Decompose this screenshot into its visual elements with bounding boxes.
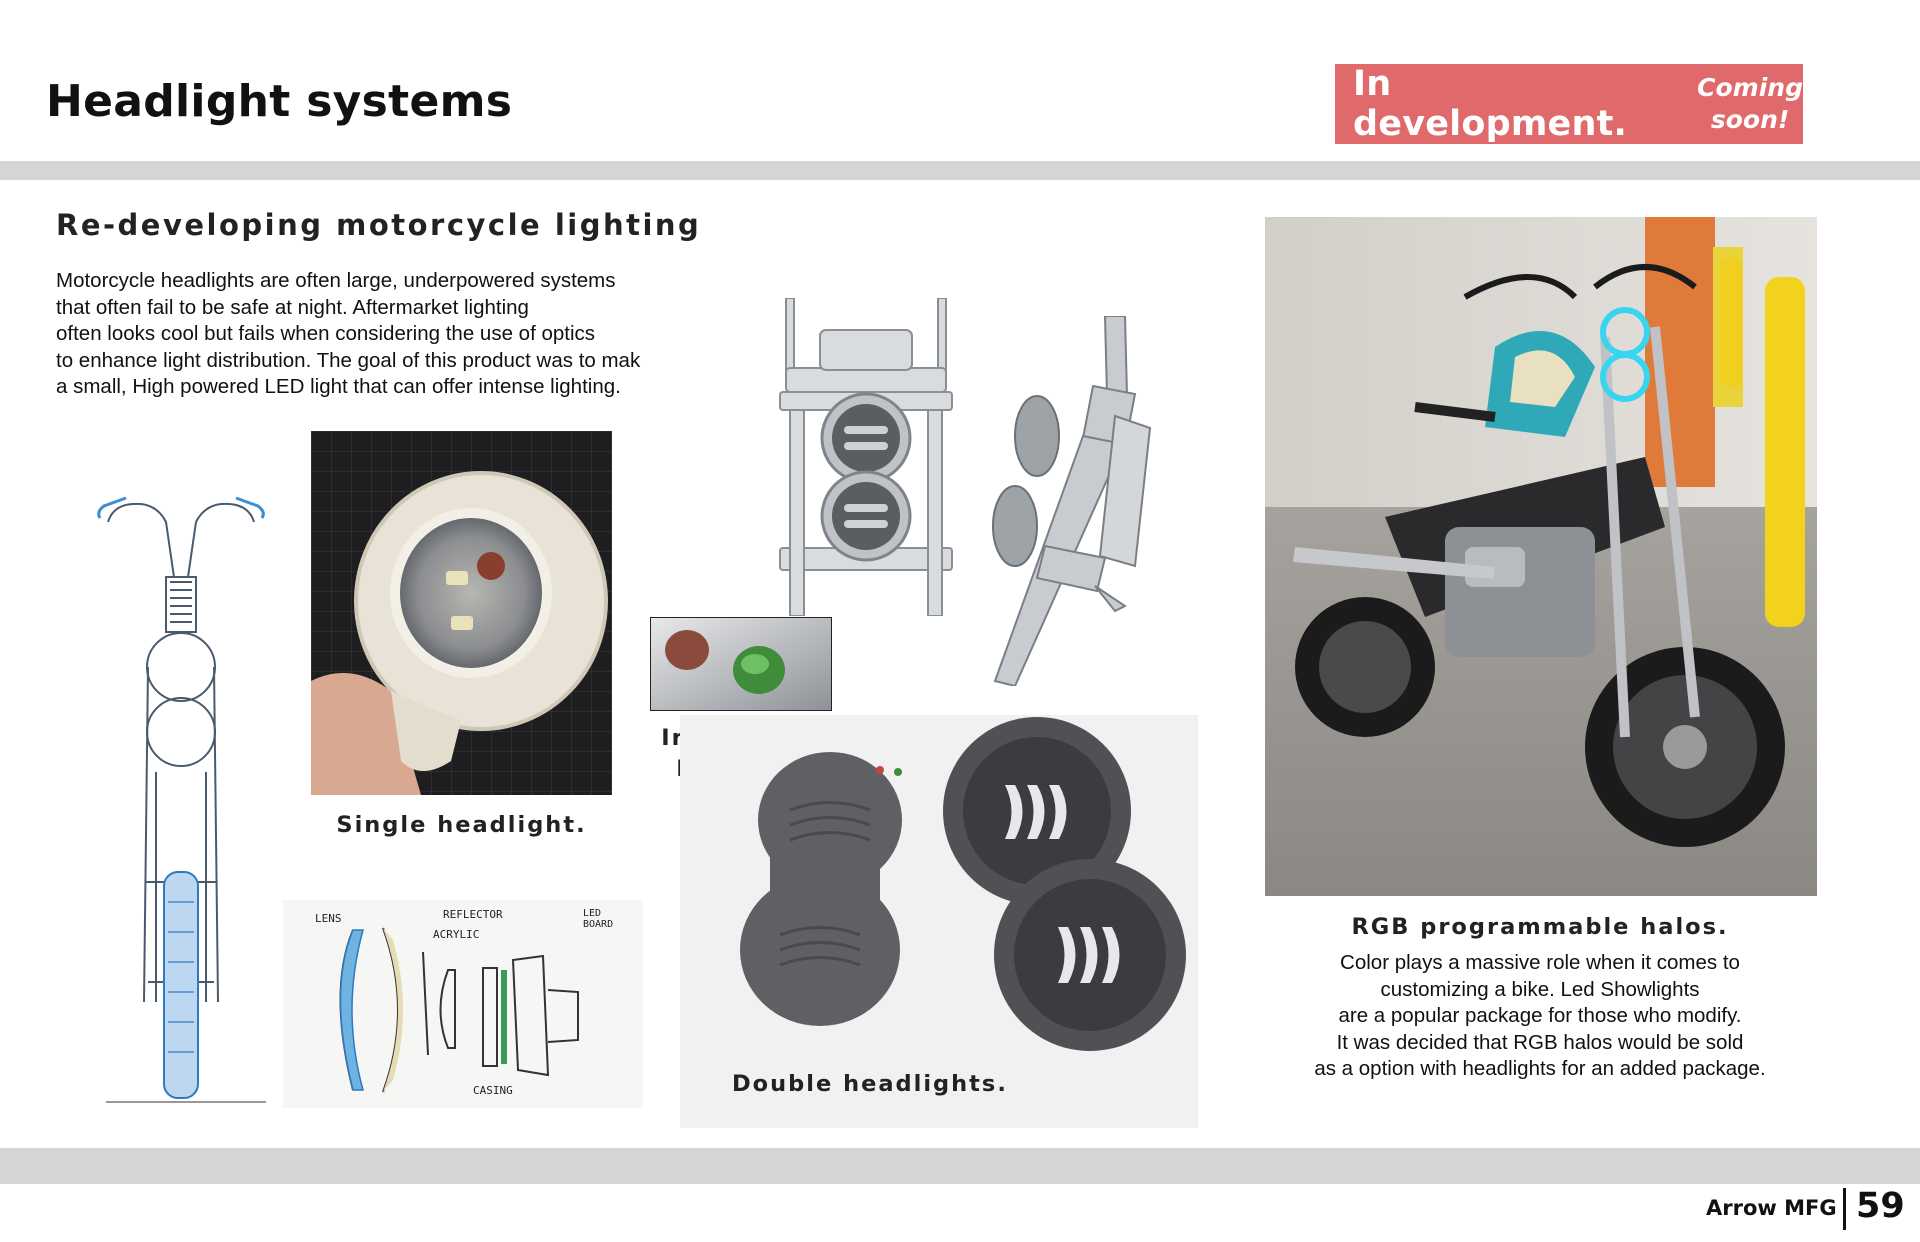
motorcycle-sketch: [86, 482, 276, 1122]
rgb-line: Color plays a massive role when it comes…: [1340, 951, 1740, 974]
badge-sub-text: Coming soon!: [1697, 72, 1803, 136]
badge-main-text: In development.: [1353, 64, 1627, 144]
indicator-lights-render: [650, 617, 832, 711]
fork-mount-render-front: [776, 298, 956, 616]
footer-separator: [1843, 1188, 1846, 1230]
intro-line: a small, High powered LED light that can…: [56, 375, 621, 398]
bottom-divider: [0, 1148, 1920, 1184]
rgb-line: are a popular package for those who modi…: [1338, 1004, 1742, 1027]
badge-sub-line-1: Coming: [1697, 73, 1803, 102]
headlight-prototype-photo: [311, 431, 612, 795]
intro-line: often looks cool but fails when consider…: [56, 322, 596, 345]
rgb-heading: RGB programmable halos.: [1351, 914, 1729, 940]
intro-line: to enhance light distribution. The goal …: [56, 348, 641, 372]
page-number: 59: [1856, 1186, 1905, 1226]
sketch-label-reflector: REFLECTOR: [443, 908, 503, 921]
intro-line: Motorcycle headlights are often large, u…: [56, 269, 616, 292]
exploded-view-sketch: LENS REFLECTOR ACRYLIC LED BOARD CASING: [283, 900, 643, 1108]
sketch-label-led: LED: [583, 908, 602, 919]
rgb-line: customizing a bike. Led Showlights: [1380, 977, 1700, 1001]
intro-line: that often fail to be safe at night. Aft…: [56, 295, 529, 319]
status-badge: In development. Coming soon!: [1335, 64, 1803, 144]
motorcycle-photo: [1265, 217, 1817, 896]
double-headlight-render: [680, 715, 1198, 1128]
badge-sub-line-2: soon!: [1710, 105, 1790, 134]
sketch-label-acrylic: ACRYLIC: [433, 928, 480, 941]
caption-double: Double headlights.: [732, 1071, 1008, 1097]
fork-mount-render-side: [975, 316, 1175, 686]
intro-paragraph: Motorcycle headlights are often large, u…: [56, 268, 696, 401]
page-title: Headlight systems: [46, 76, 513, 127]
footer-brand: Arrow MFG: [1706, 1196, 1837, 1220]
sketch-label-led-board: LED BOARD: [583, 908, 613, 930]
top-divider: [0, 161, 1920, 180]
rgb-paragraph: Color plays a massive role when it comes…: [1290, 950, 1790, 1083]
sketch-label-lens: LENS: [315, 912, 342, 925]
sketch-label-board: BOARD: [583, 919, 614, 930]
caption-single: Single headlight.: [336, 812, 587, 838]
rgb-line: as a option with headlights for an added…: [1314, 1057, 1766, 1080]
sketch-label-casing: CASING: [473, 1084, 513, 1097]
rgb-line: It was decided that RGB halos would be s…: [1336, 1030, 1744, 1054]
section-subtitle: Re-developing motorcycle lighting: [56, 208, 702, 242]
